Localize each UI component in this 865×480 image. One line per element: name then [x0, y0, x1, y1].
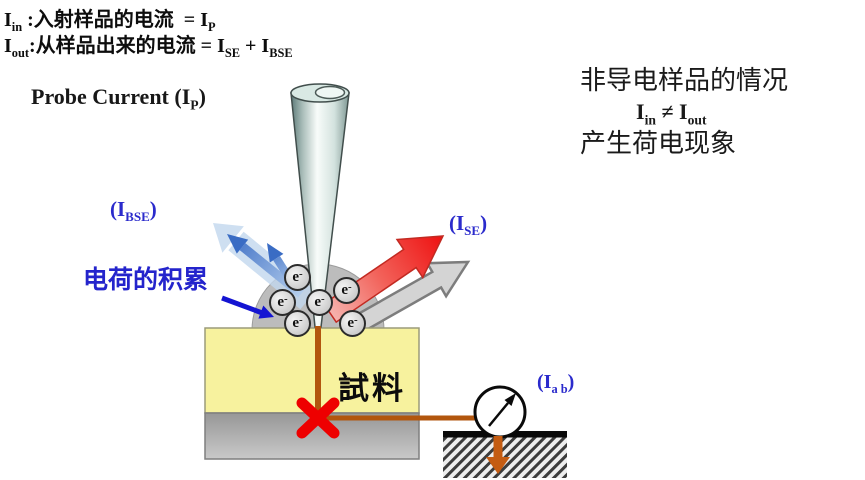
- current-out-equation: Iout:从样品出来的电流 = ISE + IBSE: [4, 29, 293, 60]
- symbol-i: I: [4, 9, 12, 31]
- subscript-bse: BSE: [125, 209, 150, 225]
- stage-base-block: [204, 412, 420, 460]
- note-inequality: Iin ≠ Iout: [636, 97, 860, 127]
- nonconductive-note: 非导电样品的情况 Iin ≠ Iout 产生荷电现象: [580, 64, 860, 160]
- electron-symbol: e: [292, 269, 299, 285]
- ise-current-label: (ISE): [449, 211, 488, 239]
- probe-label-text: Probe Current (I: [31, 84, 191, 109]
- sample-label: 試料: [338, 371, 406, 406]
- subscript-ab: a b: [551, 382, 568, 396]
- subscript-se: SE: [224, 46, 241, 60]
- break-cross-icon: [296, 397, 340, 439]
- symbol-i: I: [636, 99, 645, 124]
- label-text: (I: [449, 211, 465, 235]
- ground-block: [443, 431, 567, 478]
- subscript-p: P: [207, 20, 216, 34]
- iab-current-label: (Ia b): [537, 371, 575, 396]
- note-line3: 产生荷电现象: [580, 129, 737, 158]
- symbol-i: I: [4, 35, 12, 57]
- probe-current-label: Probe Current (IP): [31, 84, 206, 113]
- electron-charge: e-: [333, 277, 360, 304]
- equation-text: :入射样品的电流 = I: [22, 9, 208, 31]
- label-close: ): [149, 197, 157, 221]
- subscript-p: P: [190, 97, 199, 113]
- label-close: ): [480, 211, 488, 235]
- charge-accumulation-label: 电荷的积累: [83, 266, 209, 294]
- electron-charge: e-: [306, 289, 333, 316]
- electron-symbol: e: [277, 294, 284, 310]
- ibse-current-label: (IBSE): [110, 197, 157, 225]
- subscript-in: in: [11, 20, 23, 34]
- equation-plus: + I: [240, 35, 270, 57]
- note-line1: 非导电样品的情况: [580, 66, 789, 95]
- subscript-out: out: [687, 112, 707, 128]
- subscript-in: in: [644, 112, 656, 128]
- charge-pointer-arrow: [221, 295, 274, 319]
- electron-symbol: e: [347, 315, 354, 331]
- sample-block: [204, 327, 420, 414]
- electron-symbol: e: [341, 282, 348, 298]
- not-equal-text: ≠ I: [655, 99, 688, 124]
- current-in-equation: Iin :入射样品的电流 = IP: [4, 3, 216, 34]
- label-close: ): [567, 371, 575, 393]
- probe-label-close: ): [198, 84, 206, 109]
- equation-text: :从样品出来的电流 = I: [29, 35, 225, 57]
- ammeter-icon: [473, 385, 527, 439]
- electron-symbol: e: [292, 315, 299, 331]
- subscript-bse: BSE: [269, 46, 293, 60]
- subscript-out: out: [11, 46, 30, 60]
- absorbed-current-arrow: [486, 436, 510, 474]
- electron-charge: e-: [284, 264, 311, 291]
- subscript-se: SE: [464, 223, 481, 239]
- label-text: (I: [537, 371, 552, 393]
- electron-charge: e-: [339, 310, 366, 337]
- electron-charge: e-: [284, 310, 311, 337]
- label-text: (I: [110, 197, 126, 221]
- electron-symbol: e: [314, 294, 321, 310]
